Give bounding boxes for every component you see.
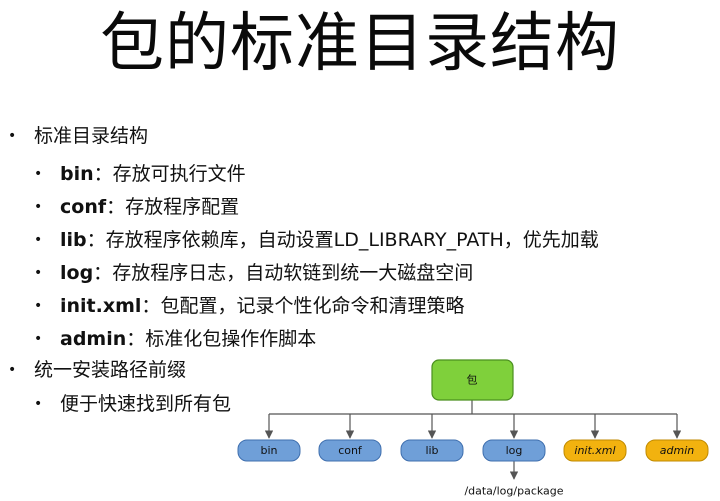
node-label: conf bbox=[338, 444, 363, 457]
separator: ： bbox=[106, 196, 126, 218]
bullet-dot: • bbox=[34, 331, 43, 347]
node-init-xml: init.xml bbox=[563, 439, 627, 462]
root-node-label: 包 bbox=[467, 374, 478, 387]
node-lib: lib bbox=[400, 439, 464, 462]
description: 便于快速找到所有包 bbox=[60, 393, 232, 415]
bullet-text: 统一安装路径前缀 bbox=[34, 359, 187, 381]
separator: ： bbox=[93, 163, 113, 185]
node-box bbox=[318, 439, 382, 462]
node-bin: bin bbox=[237, 439, 301, 462]
bullet-standard-dir: • 标准目录结构 bbox=[8, 124, 149, 148]
node-label: lib bbox=[425, 444, 438, 457]
node-box bbox=[563, 439, 627, 462]
keyword: bin bbox=[60, 163, 94, 185]
sub-bullet-init-xml: • init.xml：包配置，记录个性化命令和清理策略 bbox=[34, 294, 465, 318]
bullet-dot: • bbox=[34, 396, 43, 412]
node-box bbox=[482, 439, 546, 462]
separator: ： bbox=[86, 229, 106, 251]
node-root-package: 包 bbox=[431, 359, 514, 401]
keyword: lib bbox=[60, 229, 87, 251]
node-label: init.xml bbox=[574, 444, 615, 457]
bullet-dot: • bbox=[34, 166, 43, 182]
bullet-dot: • bbox=[34, 265, 43, 281]
description: 包配置，记录个性化命令和清理策略 bbox=[160, 295, 465, 317]
sub-bullet-conf: • conf：存放程序配置 bbox=[34, 195, 240, 219]
sub-bullet-log: • log：存放程序日志，自动软链到统一大磁盘空间 bbox=[34, 261, 474, 285]
log-target-path: /data/log/package bbox=[464, 485, 563, 498]
sub-bullet-bin: • bin：存放可执行文件 bbox=[34, 162, 246, 186]
bullet-dot: • bbox=[34, 298, 43, 314]
node-label: log bbox=[506, 444, 523, 457]
sub-bullet-lib: • lib：存放程序依赖库，自动设置LD_LIBRARY_PATH，优先加载 bbox=[34, 228, 599, 252]
separator: ： bbox=[126, 328, 146, 350]
bullet-install-prefix: • 统一安装路径前缀 bbox=[8, 358, 187, 382]
bullet-dot: • bbox=[8, 362, 17, 378]
separator: ： bbox=[93, 262, 113, 284]
description: 存放可执行文件 bbox=[112, 163, 246, 185]
node-log: log bbox=[482, 439, 546, 462]
keyword: conf bbox=[60, 196, 107, 218]
description: 存放程序依赖库，自动设置LD_LIBRARY_PATH，优先加载 bbox=[105, 229, 599, 251]
separator: ： bbox=[141, 295, 161, 317]
node-conf: conf bbox=[318, 439, 382, 462]
slide-title: 包的标准目录结构 bbox=[100, 7, 620, 81]
keyword: init.xml bbox=[60, 295, 142, 317]
description: 存放程序配置 bbox=[125, 196, 240, 218]
node-label: bin bbox=[260, 444, 277, 457]
bullet-text: 标准目录结构 bbox=[34, 125, 149, 147]
node-box bbox=[645, 439, 709, 462]
node-admin: admin bbox=[645, 439, 709, 462]
bullet-dot: • bbox=[34, 199, 43, 215]
bullet-dot: • bbox=[8, 128, 17, 144]
keyword: log bbox=[60, 262, 94, 284]
sub-bullet-find-packages: • 便于快速找到所有包 bbox=[34, 392, 232, 416]
keyword: admin bbox=[60, 328, 127, 350]
sub-bullet-admin: • admin：标准化包操作作脚本 bbox=[34, 327, 317, 351]
description: 存放程序日志，自动软链到统一大磁盘空间 bbox=[112, 262, 474, 284]
bullet-dot: • bbox=[34, 232, 43, 248]
root-node-box bbox=[431, 359, 514, 401]
description: 标准化包操作作脚本 bbox=[145, 328, 317, 350]
node-box bbox=[237, 439, 301, 462]
node-box bbox=[400, 439, 464, 462]
node-label: admin bbox=[660, 444, 694, 457]
